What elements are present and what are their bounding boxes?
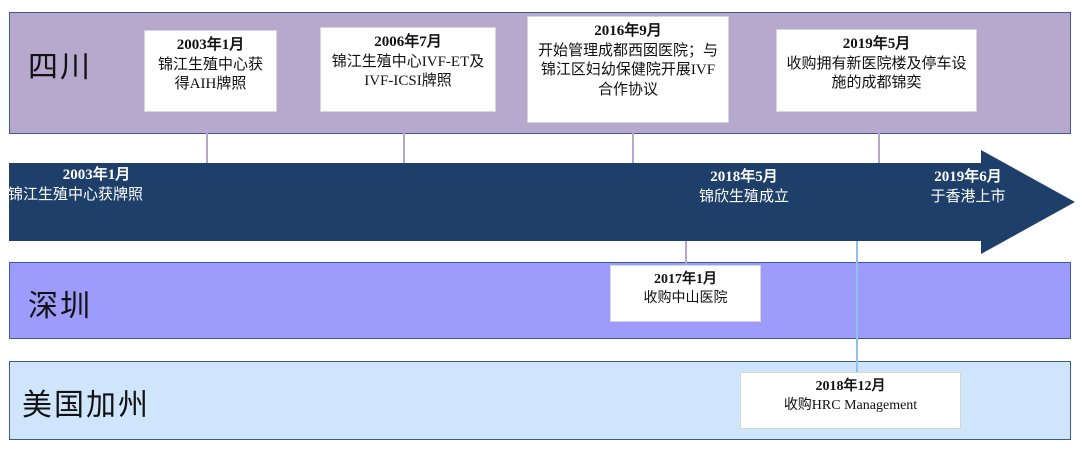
callout-2016-09[interactable]: 2016年9月 开始管理成都西囡医院；与锦江区妇幼保健院开展IVF 合作协议 xyxy=(527,16,729,123)
connector-line-2003 xyxy=(206,133,208,165)
region-band-shenzhen xyxy=(9,262,1071,339)
callout-date: 2018年12月 xyxy=(815,379,886,394)
connector-line-2019-05 xyxy=(878,133,880,165)
callout-desc: 开始管理成都西囡医院；与锦江区妇幼保健院开展IVF 合作协议 xyxy=(537,43,718,98)
arrow-event-date: 2018年5月 xyxy=(710,169,778,185)
callout-2003-01[interactable]: 2003年1月 锦江生殖中心获得AIH牌照 xyxy=(144,30,277,112)
callout-desc: 收购HRC Management xyxy=(783,397,918,413)
arrow-shaft xyxy=(9,163,983,241)
callout-2019-05[interactable]: 2019年5月 收购拥有新医院楼及停车设施的成都锦奕 xyxy=(776,29,977,112)
arrow-event-2018-05: 2018年5月 锦欣生殖成立 xyxy=(699,168,789,207)
arrow-head-icon xyxy=(981,150,1075,254)
connector-line-2018-12 xyxy=(856,240,858,376)
callout-date: 2003年1月 xyxy=(176,37,245,53)
callout-desc: 锦江生殖中心IVF-ET及IVF-ICSI牌照 xyxy=(331,54,485,90)
connector-line-2016 xyxy=(632,133,634,165)
callout-date: 2016年9月 xyxy=(594,23,662,39)
arrow-event-2003: 2003年1月 锦江生殖中心获牌照 xyxy=(8,166,143,205)
arrow-event-2019-06: 2019年6月 于香港上市 xyxy=(930,168,1005,207)
connector-line-2017 xyxy=(685,240,687,268)
callout-desc: 收购中山医院 xyxy=(643,290,728,306)
arrow-event-desc: 于香港上市 xyxy=(930,188,1006,205)
callout-2017-01[interactable]: 2017年1月 收购中山医院 xyxy=(610,265,761,322)
callout-2018-12[interactable]: 2018年12月 收购HRC Management xyxy=(740,372,961,429)
callout-date: 2017年1月 xyxy=(654,272,717,287)
callout-2006-07[interactable]: 2006年7月 锦江生殖中心IVF-ET及IVF-ICSI牌照 xyxy=(320,27,496,112)
timeline-arrow xyxy=(9,150,1075,254)
region-label-california: 美国加州 xyxy=(22,389,150,422)
callout-date: 2019年5月 xyxy=(842,36,911,52)
callout-desc: 锦江生殖中心获得AIH牌照 xyxy=(157,57,263,93)
callout-desc: 收购拥有新医院楼及停车设施的成都锦奕 xyxy=(786,56,967,92)
callout-date: 2006年7月 xyxy=(374,34,442,50)
arrow-event-date: 2019年6月 xyxy=(934,169,1002,185)
arrow-event-desc: 锦欣生殖成立 xyxy=(698,188,790,205)
region-label-sichuan: 四川 xyxy=(28,51,92,84)
connector-line-2006 xyxy=(403,133,405,165)
region-label-shenzhen: 深圳 xyxy=(28,290,92,323)
arrow-event-desc: 锦江生殖中心获牌照 xyxy=(8,186,144,203)
arrow-event-date: 2003年1月 xyxy=(62,167,131,183)
